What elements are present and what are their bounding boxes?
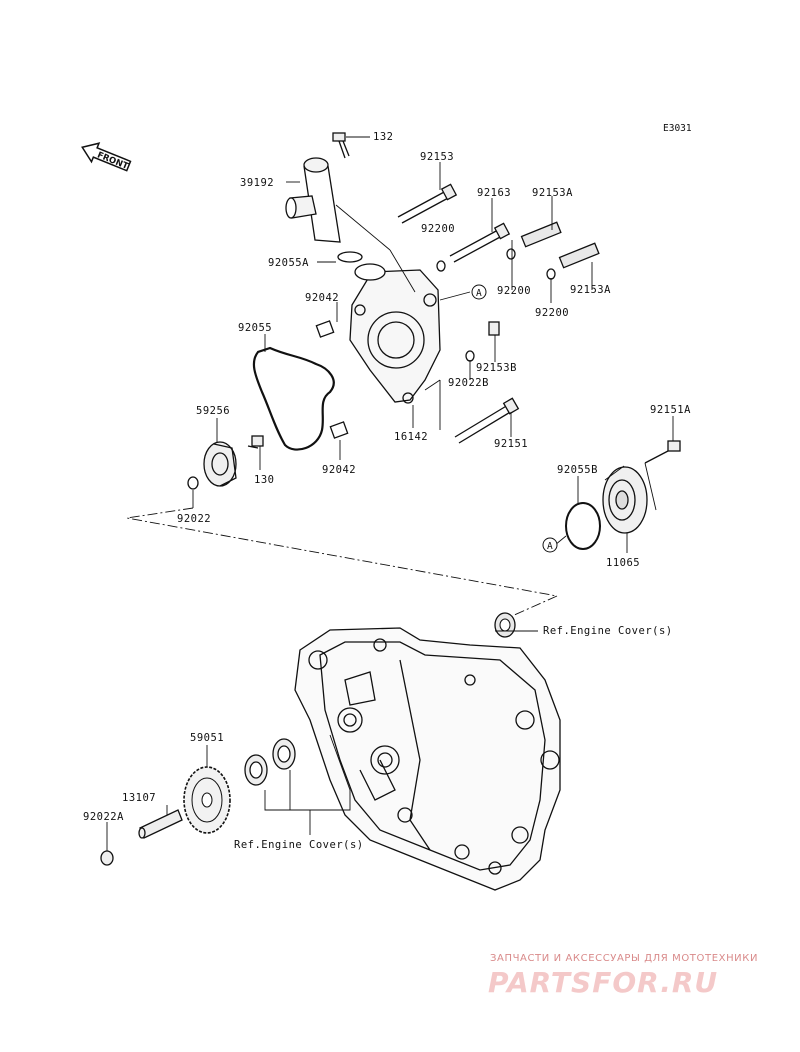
label-92022A: 92022A <box>83 811 124 823</box>
pump-upper-parts <box>187 132 681 550</box>
label-92153A-lower: 92153A <box>570 284 611 296</box>
label-13107: 13107 <box>122 792 156 804</box>
label-92055: 92055 <box>238 322 272 334</box>
label-92200-b: 92200 <box>497 285 531 297</box>
bolt-92153B <box>488 321 500 336</box>
label-92151A: 92151A <box>650 404 691 416</box>
gasket-92055 <box>252 346 335 451</box>
bolt-92153 <box>397 183 458 224</box>
bolt-92153A-upper <box>520 221 562 248</box>
watermark-tagline: ЗАПЧАСТИ И АКСЕССУАРЫ ДЛЯ МОТОТЕХНИКИ <box>490 953 759 964</box>
engine-cover <box>294 627 561 891</box>
bolt-92151 <box>454 397 520 444</box>
part-labels: 132 39192 92153 92163 92153A 92200 92200… <box>83 131 691 851</box>
dowel-pin-92042-lower <box>329 421 349 439</box>
watermark-logo: PARTSFOR.RU <box>488 966 719 999</box>
ref-engine-cover-lower: Ref.Engine Cover(s) <box>234 839 364 851</box>
bolt-92153A-lower <box>558 242 600 269</box>
label-92022: 92022 <box>177 513 211 525</box>
label-16142: 16142 <box>394 431 428 443</box>
washer-92200-a <box>436 260 446 272</box>
label-92055A: 92055A <box>268 257 309 269</box>
label-92055B: 92055B <box>557 464 598 476</box>
callout-a-lower-label: A <box>547 541 553 552</box>
label-11065: 11065 <box>606 557 640 569</box>
pump-cover-16142 <box>349 263 441 404</box>
o-ring-92055A <box>337 251 363 263</box>
label-132: 132 <box>373 131 393 143</box>
dowel-pin-92042-upper <box>315 320 335 338</box>
label-92042-upper: 92042 <box>305 292 339 304</box>
label-92200-a: 92200 <box>421 223 455 235</box>
washer-92022A <box>100 850 114 866</box>
front-arrow-icon: FRONT <box>81 142 132 172</box>
gear-59051 <box>183 766 231 834</box>
callout-a-upper-label: A <box>476 288 482 299</box>
hose-fitting-39192 <box>285 157 341 243</box>
label-92153: 92153 <box>420 151 454 163</box>
label-92163: 92163 <box>477 187 511 199</box>
callout-a-upper: A <box>471 284 487 300</box>
bolt-132 <box>332 132 350 159</box>
leader-lines-lower <box>106 630 538 851</box>
washer-92200-b <box>506 248 516 260</box>
label-39192: 39192 <box>240 177 274 189</box>
bolt-92151A <box>644 440 681 464</box>
label-92200-c: 92200 <box>535 307 569 319</box>
label-92153B: 92153B <box>476 362 517 374</box>
label-92042-lower: 92042 <box>322 464 356 476</box>
bolt-92163 <box>449 222 511 263</box>
callout-a-lower: A <box>542 537 558 553</box>
washer-92200-c <box>546 268 556 280</box>
ref-engine-cover-upper: Ref.Engine Cover(s) <box>543 625 673 637</box>
label-92151: 92151 <box>494 438 528 450</box>
bearings <box>244 738 296 786</box>
label-130: 130 <box>254 474 274 486</box>
shaft-13107 <box>138 809 183 839</box>
leader-lines-upper <box>126 136 674 621</box>
label-92153A-upper: 92153A <box>532 187 573 199</box>
washer-92022 <box>187 476 199 490</box>
label-59051: 59051 <box>190 732 224 744</box>
o-ring-92055B <box>565 502 601 550</box>
cap-11065 <box>602 466 648 534</box>
diagram-code: E3031 <box>663 123 692 134</box>
seal-ring-upper <box>494 612 516 638</box>
label-92022B: 92022B <box>448 377 489 389</box>
bolt-130 <box>247 435 264 449</box>
washer-92022B <box>465 350 475 362</box>
label-59256: 59256 <box>196 405 230 417</box>
impeller-59256 <box>203 441 237 487</box>
